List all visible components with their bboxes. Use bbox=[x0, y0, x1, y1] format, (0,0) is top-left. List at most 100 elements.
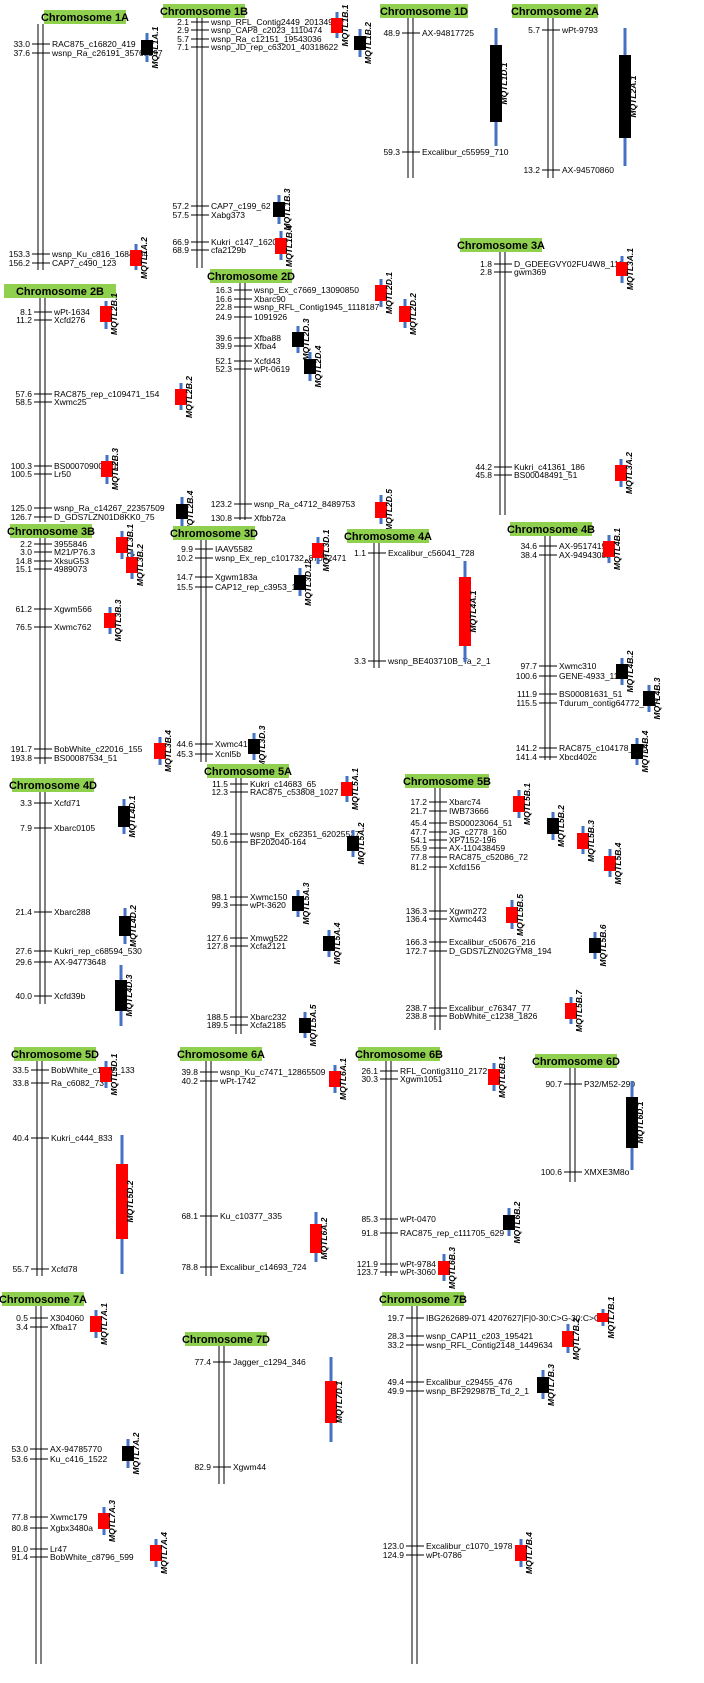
marker-name: AX-110438459 bbox=[449, 843, 505, 853]
marker-position: 53.6 bbox=[11, 1454, 28, 1464]
marker-position: 3.4 bbox=[16, 1322, 28, 1332]
qtl-label: MQTL7A.1 bbox=[99, 1303, 109, 1345]
qtl-label: MQTL6B.2 bbox=[512, 1201, 522, 1243]
marker-position: 68.1 bbox=[181, 1211, 198, 1221]
marker-name: Xwmc443 bbox=[449, 914, 487, 924]
marker-position: 27.6 bbox=[15, 946, 32, 956]
chromosome-7a-title-bg bbox=[2, 1292, 84, 1306]
marker-position: 39.9 bbox=[215, 341, 232, 351]
marker-position: 16.6 bbox=[215, 294, 232, 304]
marker-position: 91.8 bbox=[361, 1228, 378, 1238]
marker-position: 156.2 bbox=[9, 258, 31, 268]
marker-name: RAC875_c53808_1027 bbox=[250, 787, 339, 797]
marker-position: 55.7 bbox=[12, 1264, 29, 1274]
qtl-box-mqtl7a-2 bbox=[122, 1446, 134, 1461]
marker-position: 61.2 bbox=[15, 604, 32, 614]
qtl-box-mqtl6d-1 bbox=[626, 1097, 638, 1148]
chromosome-4d-title: Chromosome 4D bbox=[9, 780, 97, 792]
qtl-label: MQTL3A.1 bbox=[625, 248, 635, 290]
marker-position: 53.0 bbox=[11, 1444, 28, 1454]
marker-name: Xbarc288 bbox=[54, 907, 91, 917]
qtl-label: MQTL2D.4 bbox=[313, 345, 323, 387]
marker-name: wsnp_Ku_c7471_12865509 bbox=[219, 1067, 326, 1077]
marker-name: Xwmc150 bbox=[250, 892, 288, 902]
marker-name: wsnp_Ra_c12151_19543036 bbox=[210, 34, 322, 44]
marker-name: Excalibur_c1070_1978 bbox=[426, 1541, 513, 1551]
marker-name: RAC875_c104178_425 bbox=[559, 743, 648, 753]
marker-name: AX-94773648 bbox=[54, 957, 106, 967]
marker-position: 78.8 bbox=[181, 1262, 198, 1272]
chromosome-2a-title-bg bbox=[512, 4, 598, 18]
marker-position: 111.9 bbox=[517, 689, 537, 699]
marker-name: Xgwm44 bbox=[233, 1462, 266, 1472]
qtl-label: MQTL5B.1 bbox=[522, 783, 532, 825]
qtl-label: MQTL7A.3 bbox=[107, 1500, 117, 1542]
marker-position: 125.0 bbox=[11, 503, 33, 513]
marker-name: wsnp_CAP11_c203_195421 bbox=[425, 1331, 533, 1341]
marker-name: Xbarc232 bbox=[250, 1012, 287, 1022]
chromosome-2d-title-bg bbox=[210, 269, 292, 283]
marker-name: AX-94785770 bbox=[50, 1444, 102, 1454]
marker-position: 38.4 bbox=[520, 550, 537, 560]
marker-name: IAAV5582 bbox=[215, 544, 253, 554]
marker-position: 68.9 bbox=[172, 245, 189, 255]
qtl-box-mqtl3b-1 bbox=[116, 537, 128, 553]
marker-name: BS00087534_51 bbox=[54, 753, 118, 763]
marker-position: 130.8 bbox=[211, 513, 233, 523]
qtl-box-mqtl5a-1 bbox=[341, 782, 353, 796]
qtl-label: MQTL3B.4 bbox=[163, 730, 173, 772]
qtl-box-mqtl7a-3 bbox=[98, 1513, 110, 1529]
chromosome-2b-title-bg bbox=[4, 284, 116, 298]
marker-name: Xgwm1051 bbox=[400, 1074, 443, 1084]
marker-name: wsnp_RFL_Contig2148_1449634 bbox=[425, 1340, 553, 1350]
qtl-label: MQTL5B.4 bbox=[613, 842, 623, 884]
qtl-label: MQTL7B.1 bbox=[606, 1296, 616, 1338]
marker-position: 99.3 bbox=[211, 900, 228, 910]
chromosome-5a-title: Chromosome 5A bbox=[204, 766, 292, 778]
marker-name: JG_c2778_160 bbox=[449, 827, 507, 837]
marker-position: 97.7 bbox=[520, 661, 537, 671]
marker-name: wsnp_Ex_c62351_62025537 bbox=[249, 829, 360, 839]
marker-position: 40.2 bbox=[181, 1076, 198, 1086]
qtl-label: MQTL4B.4 bbox=[640, 730, 650, 772]
qtl-label: MQTL5A.2 bbox=[356, 822, 366, 864]
marker-name: Xbarc0105 bbox=[54, 823, 95, 833]
marker-name: Xfba88 bbox=[254, 333, 281, 343]
chromosome-6d-title-bg bbox=[535, 1054, 617, 1068]
marker-name: wsnp_BE403710B_Ta_2_1 bbox=[387, 656, 491, 666]
marker-name: AX-94943082 bbox=[559, 550, 611, 560]
marker-name: Ku_c416_1522 bbox=[50, 1454, 107, 1464]
marker-position: 16.3 bbox=[215, 285, 232, 295]
qtl-label: MQTL4D.3 bbox=[124, 974, 134, 1016]
marker-name: wsnp_Ra_c26191_35761997 bbox=[51, 48, 163, 58]
marker-position: 57.5 bbox=[172, 210, 189, 220]
marker-position: 39.8 bbox=[181, 1067, 198, 1077]
chromosome-7d-title-bg bbox=[185, 1332, 267, 1346]
chromosome-7b-title-bg bbox=[382, 1292, 464, 1306]
marker-position: 33.5 bbox=[12, 1065, 29, 1075]
qtl-box-mqtl6b-2 bbox=[503, 1215, 515, 1230]
marker-name: Xcfd156 bbox=[449, 862, 480, 872]
marker-position: 57.2 bbox=[172, 201, 189, 211]
chromosome-3d-title-bg bbox=[173, 526, 255, 540]
marker-name: wsnp_JD_rep_c63201_40318622 bbox=[210, 42, 338, 52]
qtl-box-mqtl5a-3 bbox=[292, 896, 304, 911]
marker-name: Xmwg522 bbox=[250, 933, 288, 943]
marker-name: wsnp_RFL_Contig1945_1118187 bbox=[253, 302, 380, 312]
marker-name: Tdurum_contig64772_417 bbox=[559, 698, 659, 708]
qtl-label: MQTL1A.2 bbox=[139, 237, 149, 279]
marker-name: Excalibur_c29455_476 bbox=[426, 1377, 513, 1387]
marker-name: XP7152-196 bbox=[449, 835, 497, 845]
marker-position: 54.1 bbox=[410, 835, 427, 845]
qtl-box-mqtl1b-1 bbox=[331, 18, 343, 33]
marker-position: 45.4 bbox=[410, 818, 427, 828]
qtl-box-mqtl4b-4 bbox=[631, 744, 643, 759]
marker-position: 52.3 bbox=[215, 364, 232, 374]
chromosome-6a-title: Chromosome 6A bbox=[177, 1049, 265, 1061]
